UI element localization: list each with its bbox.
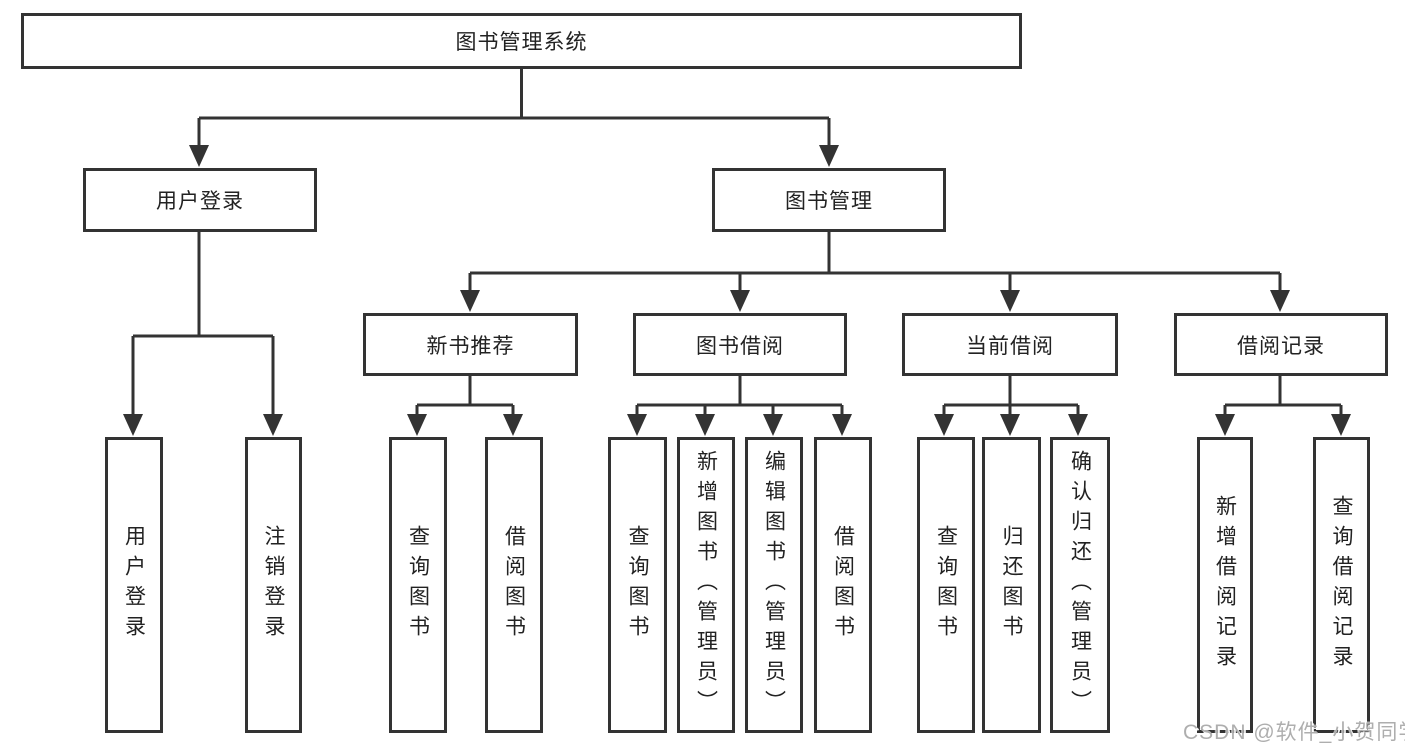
connector-borrow-record-children: [1215, 376, 1351, 436]
leaf-borrow-books: 借阅图书: [814, 437, 872, 733]
node-current-borrowing: 当前借阅: [902, 313, 1118, 376]
connector-book-borrow-children: [627, 376, 852, 436]
node-label: 新增借阅记录: [1213, 495, 1237, 675]
leaf-query-borrow-record: 查询借阅记录: [1313, 437, 1370, 733]
node-label: 新增图书（管理员）: [694, 450, 718, 720]
leaf-query-books-borrow: 查询图书: [608, 437, 667, 733]
node-label: 借阅记录: [1237, 334, 1325, 358]
node-book-management: 图书管理: [712, 168, 946, 232]
leaf-edit-book-admin: 编辑图书（管理员）: [745, 437, 803, 733]
node-label: 用户登录: [122, 525, 146, 645]
node-label: 借阅图书: [831, 525, 855, 645]
leaf-return-book: 归还图书: [982, 437, 1041, 733]
node-label: 图书管理系统: [455, 31, 588, 54]
node-label: 新书推荐: [426, 334, 515, 358]
connector-root-to-level2: [189, 69, 839, 167]
leaf-logout: 注销登录: [245, 437, 302, 733]
node-label: 当前借阅: [966, 334, 1054, 358]
node-label: 归还图书: [1000, 525, 1024, 645]
node-label: 查询图书: [626, 525, 650, 645]
connector-current-borrow-children: [934, 376, 1088, 436]
leaf-query-books-current: 查询图书: [917, 437, 975, 733]
connector-user-login-children: [123, 232, 283, 436]
node-label: 注销登录: [262, 525, 286, 645]
node-label: 查询借阅记录: [1330, 495, 1354, 675]
connector-new-book-rec-children: [407, 376, 523, 436]
node-label: 查询图书: [934, 525, 958, 645]
node-new-book-recommend: 新书推荐: [363, 313, 578, 376]
node-borrow-records: 借阅记录: [1174, 313, 1388, 376]
leaf-add-book-admin: 新增图书（管理员）: [677, 437, 735, 733]
node-label: 图书管理: [785, 190, 873, 213]
leaf-confirm-return-admin: 确认归还（管理员）: [1050, 437, 1110, 733]
leaf-borrow-books-rec: 借阅图书: [485, 437, 543, 733]
leaf-user-login: 用户登录: [105, 437, 163, 733]
node-user-login: 用户登录: [83, 168, 317, 232]
node-label: 用户登录: [156, 190, 244, 213]
node-label: 借阅图书: [502, 525, 526, 645]
node-label: 确认归还（管理员）: [1068, 450, 1092, 720]
node-label: 图书借阅: [696, 334, 784, 358]
leaf-query-books-rec: 查询图书: [389, 437, 447, 733]
node-label: 编辑图书（管理员）: [762, 450, 786, 720]
csdn-watermark: CSDN @软件_小贺同学: [1183, 721, 1405, 744]
node-root-book-management-system: 图书管理系统: [21, 13, 1022, 69]
node-label: 查询图书: [406, 525, 430, 645]
node-book-borrowing: 图书借阅: [633, 313, 847, 376]
leaf-add-borrow-record: 新增借阅记录: [1197, 437, 1253, 733]
connector-book-mgmt-to-level3: [460, 232, 1290, 312]
